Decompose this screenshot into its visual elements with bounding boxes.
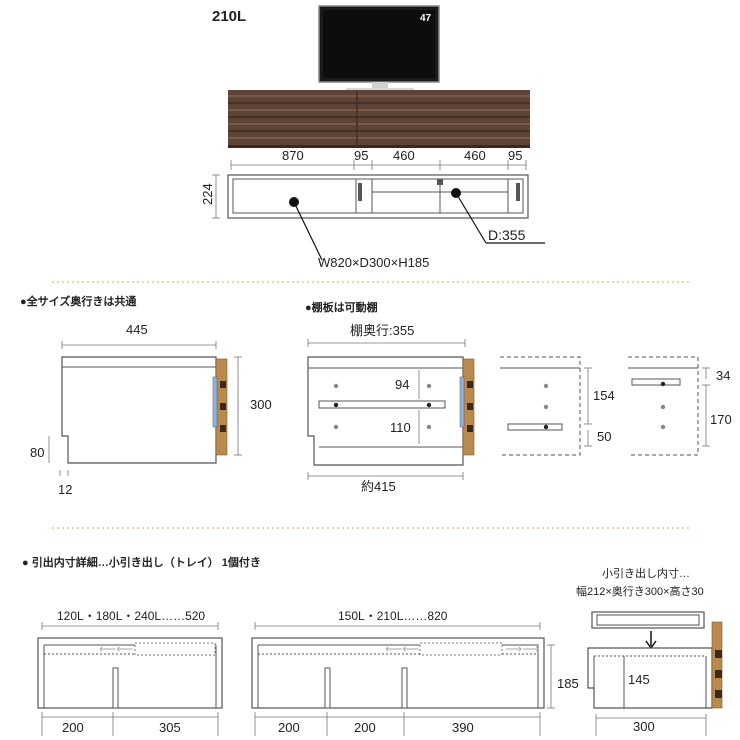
width-415: 約415 xyxy=(361,479,396,494)
shelf-side-view xyxy=(307,339,475,480)
shelf-position-low xyxy=(500,356,592,456)
section2-heading: ●棚板は可動棚 xyxy=(305,300,378,314)
dim-50: 50 xyxy=(597,429,611,444)
drawer-b-label: 150L・210L……820 xyxy=(338,609,448,623)
drawer-b-390: 390 xyxy=(452,720,474,735)
drawer-b-right-arrow-icon: ⟶⟶ xyxy=(505,642,539,656)
height-300: 300 xyxy=(250,397,272,412)
dim-460-right: 460 xyxy=(464,148,486,163)
height-224: 224 xyxy=(200,183,215,205)
tv-cabinet-photo xyxy=(228,90,530,148)
top-dimension-line xyxy=(230,160,527,170)
notch-12: 12 xyxy=(58,482,72,497)
tv-size-label: 47 xyxy=(420,13,432,24)
dim-170: 170 xyxy=(710,412,732,427)
depth-445: 445 xyxy=(126,322,148,337)
shelf-depth-label: 棚奥行:355 xyxy=(350,323,414,338)
dim-34: 34 xyxy=(716,368,730,383)
front-elevation xyxy=(212,174,545,261)
drawer-b-200-a: 200 xyxy=(278,720,300,735)
dim-154: 154 xyxy=(593,388,615,403)
drawer-a-arrow-icon: ⟵⟵ xyxy=(99,642,133,656)
drawer-a-label: 120L・180L・240L……520 xyxy=(57,609,205,623)
drawer-c-300: 300 xyxy=(633,719,655,734)
drawer-c-drawing xyxy=(587,611,723,736)
gap-94: 94 xyxy=(395,377,409,392)
drawer-c-145: 145 xyxy=(628,672,650,687)
dim-870: 870 xyxy=(282,148,304,163)
section1-heading: ●全サイズ奥行きは共通 xyxy=(20,294,136,308)
tv-illustration: 47 xyxy=(318,5,440,92)
dim-460-left: 460 xyxy=(393,148,415,163)
drawer-note-1: 小引き出し内寸… xyxy=(602,566,690,580)
dim-95-right: 95 xyxy=(508,148,522,163)
drawer-a-305: 305 xyxy=(159,720,181,735)
size-spec: W820×D300×H185 xyxy=(318,255,429,270)
section3-heading: ● 引出内寸詳細…小引き出し（トレイ） 1個付き xyxy=(22,555,261,569)
dim-95-left: 95 xyxy=(354,148,368,163)
drawer-a-drawing: ⟵⟵ xyxy=(37,622,223,736)
model-title: 210L xyxy=(212,8,246,25)
side-view-common xyxy=(48,341,242,476)
drawer-b-drawing: ⟵⟵ ⟶⟶ xyxy=(251,622,555,736)
notch-80: 80 xyxy=(30,445,44,460)
shelf-position-high xyxy=(628,356,710,456)
drawer-a-200: 200 xyxy=(62,720,84,735)
gap-110: 110 xyxy=(390,420,411,435)
height-185: 185 xyxy=(557,676,579,691)
hole-diameter: D:355 xyxy=(488,227,526,243)
drawer-note-2: 幅212×奥行き300×高さ30 xyxy=(576,584,704,598)
drawer-b-200-b: 200 xyxy=(354,720,376,735)
drawer-b-left-arrow-icon: ⟵⟵ xyxy=(385,642,419,656)
